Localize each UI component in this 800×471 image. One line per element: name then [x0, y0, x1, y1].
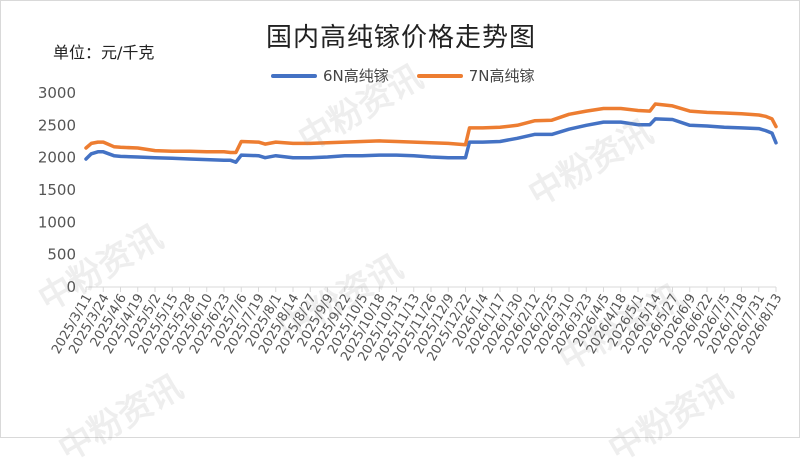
y-tick-label: 1500: [38, 181, 76, 199]
chart-title: 国内高纯镓价格走势图: [265, 23, 536, 53]
legend-swatch-6n: [271, 73, 317, 78]
legend-swatch-7n: [416, 73, 463, 78]
chart-plot: 0500100015002000250030002025/3/112025/3/…: [38, 84, 786, 364]
legend-label-7n: 7N高纯镓: [468, 67, 535, 85]
y-tick-label: 2500: [38, 116, 76, 134]
legend-label-6n: 6N高纯镓: [323, 67, 389, 85]
unit-label: 单位：元/千克: [53, 43, 155, 62]
legend: 6N高纯镓 7N高纯镓: [271, 65, 535, 86]
series-line-6n: [84, 117, 778, 164]
y-tick-label: 3000: [38, 84, 76, 102]
y-tick-label: 500: [47, 246, 76, 264]
legend-item-6n: 6N高纯镓: [271, 65, 389, 86]
legend-item-7n: 7N高纯镓: [416, 65, 535, 86]
series-line-7n: [84, 102, 778, 155]
y-tick-label: 2000: [38, 149, 76, 167]
y-tick-label: 1000: [38, 213, 76, 231]
y-tick-label: 0: [66, 278, 76, 296]
